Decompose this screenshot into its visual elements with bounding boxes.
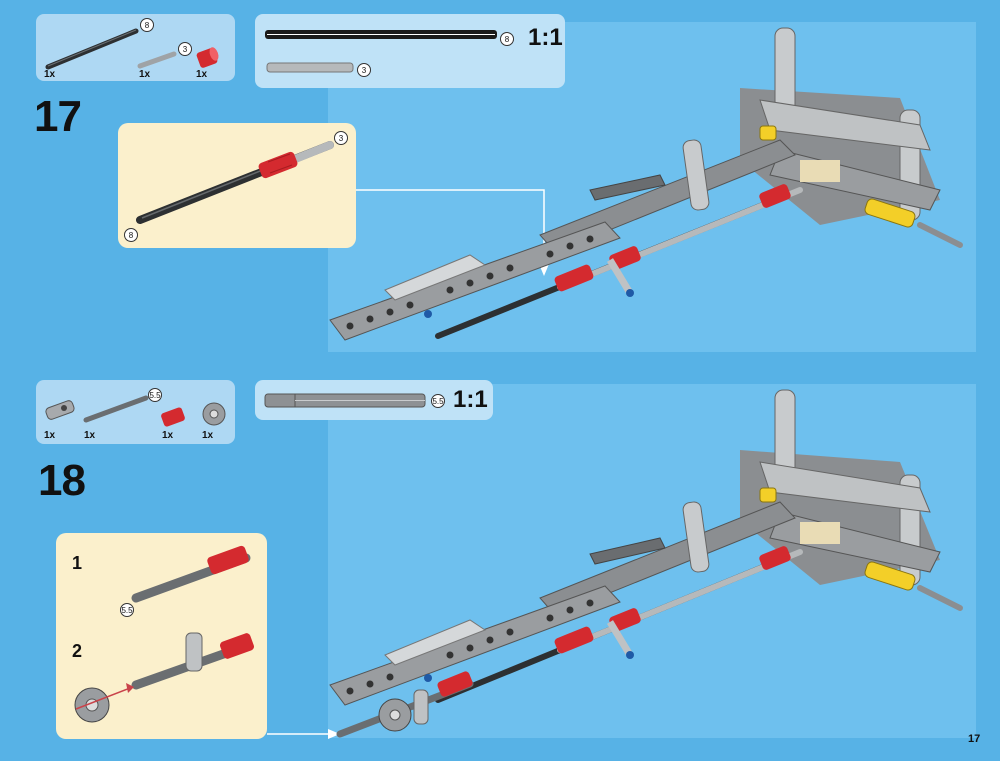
gear-icon <box>378 698 412 732</box>
scale-ratio: 1:1 <box>528 24 563 51</box>
scale-length-badge: 5.5 <box>431 394 445 408</box>
arrow-icon <box>75 687 131 710</box>
substep-number: 2 <box>72 641 83 661</box>
step-18-parts-list: 5.5 1x 1x 1x 1x <box>36 380 235 444</box>
callout-length-badge: 8 <box>124 228 138 242</box>
gear-icon <box>202 402 226 426</box>
connector-icon <box>45 400 75 420</box>
part-length-badge: 3 <box>178 42 192 56</box>
step-18-scale-box: 5.5 1:1 <box>255 380 493 420</box>
part-qty: 1x <box>202 430 214 441</box>
connector-icon <box>207 545 249 575</box>
connector-icon <box>161 407 185 427</box>
callout-length-badge: 3 <box>334 131 348 145</box>
part-qty: 1x <box>196 69 208 80</box>
page-number: 17 <box>968 733 981 745</box>
step-17-scale-box: 8 3 1:1 <box>255 14 565 88</box>
step-17-parts-art <box>45 28 219 70</box>
axle-icon <box>83 395 149 423</box>
step-number: 17 <box>34 92 82 141</box>
step-17-parts-list: 8 3 1x 1x 1x <box>36 14 235 81</box>
step-17-callout: 3 8 <box>118 123 356 248</box>
substep-art <box>74 545 254 723</box>
connector-icon <box>258 151 298 179</box>
step-number: 18 <box>38 456 86 505</box>
part-qty: 1x <box>84 430 96 441</box>
scale-ratio: 1:1 <box>453 386 488 413</box>
part-qty: 1x <box>44 430 56 441</box>
part-length-badge: 8 <box>140 18 154 32</box>
substep-number: 1 <box>72 553 83 573</box>
part-qty: 1x <box>44 69 56 80</box>
axle-icon <box>45 28 139 70</box>
scale-length-badge: 8 <box>500 32 514 46</box>
axle-icon <box>266 62 354 73</box>
callout-assembly-art <box>136 141 334 224</box>
connector-icon <box>220 633 254 659</box>
connector-icon <box>185 632 203 672</box>
scale-art <box>264 393 426 408</box>
scale-length-badge: 3 <box>357 63 371 77</box>
axle-icon <box>137 51 177 69</box>
part-qty: 1x <box>162 430 174 441</box>
scale-art <box>265 30 497 73</box>
chassis-assembly <box>329 389 963 738</box>
step-18-callout: 1 2 5.5 <box>56 533 267 739</box>
part-length-badge: 5.5 <box>148 388 162 402</box>
part-qty: 1x <box>139 69 151 80</box>
step-18-parts-art <box>45 395 226 427</box>
substep-length-badge: 5.5 <box>120 603 134 617</box>
chassis-assembly <box>329 27 963 341</box>
axle-highlight <box>47 29 137 67</box>
